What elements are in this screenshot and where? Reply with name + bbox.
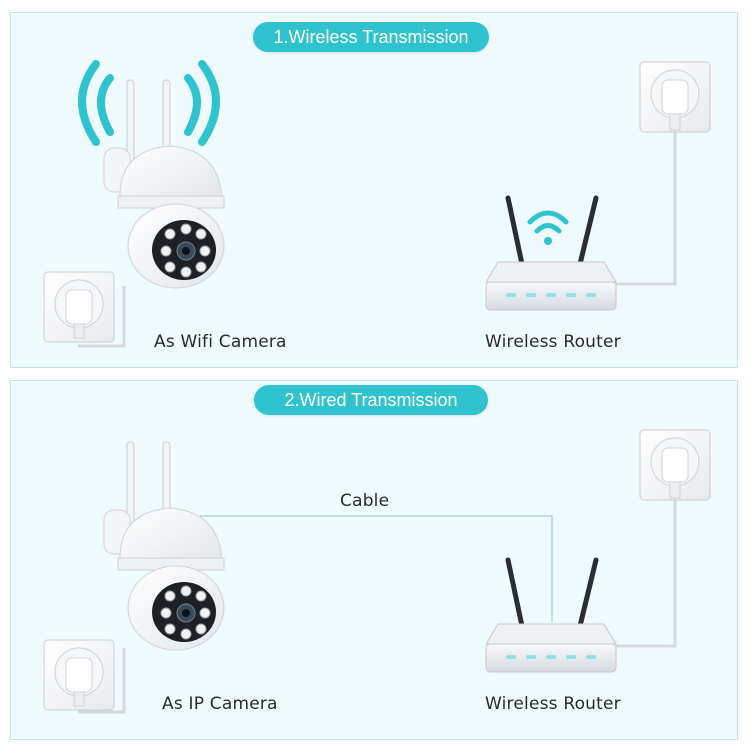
ip-camera-label: As IP Camera — [162, 694, 278, 714]
power-outlet-icon — [639, 429, 711, 501]
power-outlet-icon — [639, 61, 711, 133]
wifi-signal-icon — [78, 60, 220, 146]
camera-icon — [78, 79, 225, 348]
wifi-icon — [527, 210, 569, 245]
power-outlet-icon — [43, 639, 115, 711]
router-icon — [485, 557, 617, 673]
power-outlet-icon — [43, 271, 115, 343]
wifi-camera-label: As Wifi Camera — [154, 332, 287, 352]
camera-icon — [78, 441, 225, 714]
cable-label: Cable — [340, 491, 390, 511]
wireless-transmission-title: 1.Wireless Transmission — [253, 22, 489, 52]
router-icon — [485, 195, 617, 311]
ethernet-cable-line — [200, 515, 553, 622]
wireless-router-label: Wireless Router — [485, 694, 621, 714]
wireless-router-label: Wireless Router — [485, 332, 621, 352]
wired-transmission-title: 2.Wired Transmission — [254, 385, 488, 415]
